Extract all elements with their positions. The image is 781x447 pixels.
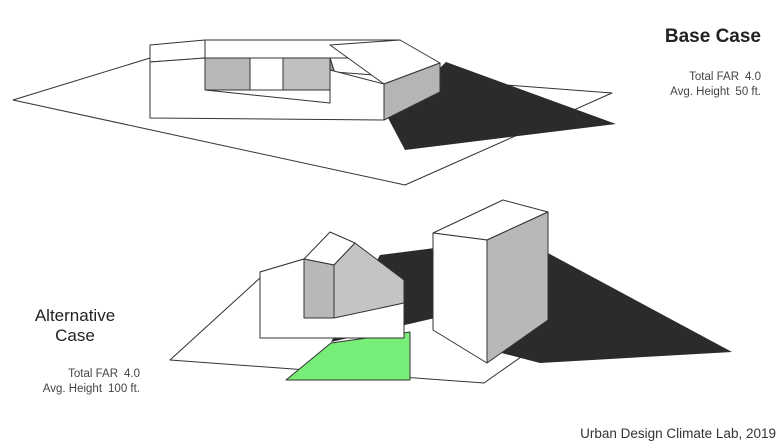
alt-far-label: Total FAR	[68, 368, 118, 380]
base-east-side-face	[383, 62, 441, 121]
base-height-label: Avg. Height	[670, 86, 730, 98]
base-case-massing	[12, 39, 616, 186]
base-case-title: Base Case	[664, 26, 761, 47]
alternative-case-massing	[169, 199, 732, 384]
base-height-value: 50 ft.	[735, 86, 761, 98]
alt-shadow-right	[490, 252, 732, 363]
alt-open-space	[285, 331, 411, 381]
alt-height-label: Avg. Height	[42, 383, 103, 395]
base-far-value: 4.0	[745, 71, 761, 83]
base-far-stat: Total FAR 4.0	[600, 71, 761, 83]
base-west-inner-face	[204, 57, 251, 91]
base-height-stat: Avg. Height 50 ft.	[600, 86, 761, 98]
base-far-label: Total FAR	[689, 71, 739, 83]
alt-far-value: 4.0	[124, 368, 140, 380]
alt-tower-side-face	[486, 211, 549, 364]
base-front-face	[149, 57, 385, 121]
credit-line: Urban Design Climate Lab, 2019	[580, 426, 776, 441]
alt-height-stat: Avg. Height 100 ft.	[10, 383, 140, 395]
alt-low-side-face	[333, 242, 405, 319]
alt-title-line1: Alternative	[34, 306, 116, 325]
alt-far-stat: Total FAR 4.0	[10, 368, 140, 380]
alt-height-value: 100 ft.	[108, 383, 140, 395]
alt-low-inner-face	[303, 258, 335, 319]
base-shadow	[388, 62, 616, 150]
alt-title-line2: Case	[55, 326, 95, 345]
alternative-case-title: Alternative Case	[20, 306, 130, 346]
